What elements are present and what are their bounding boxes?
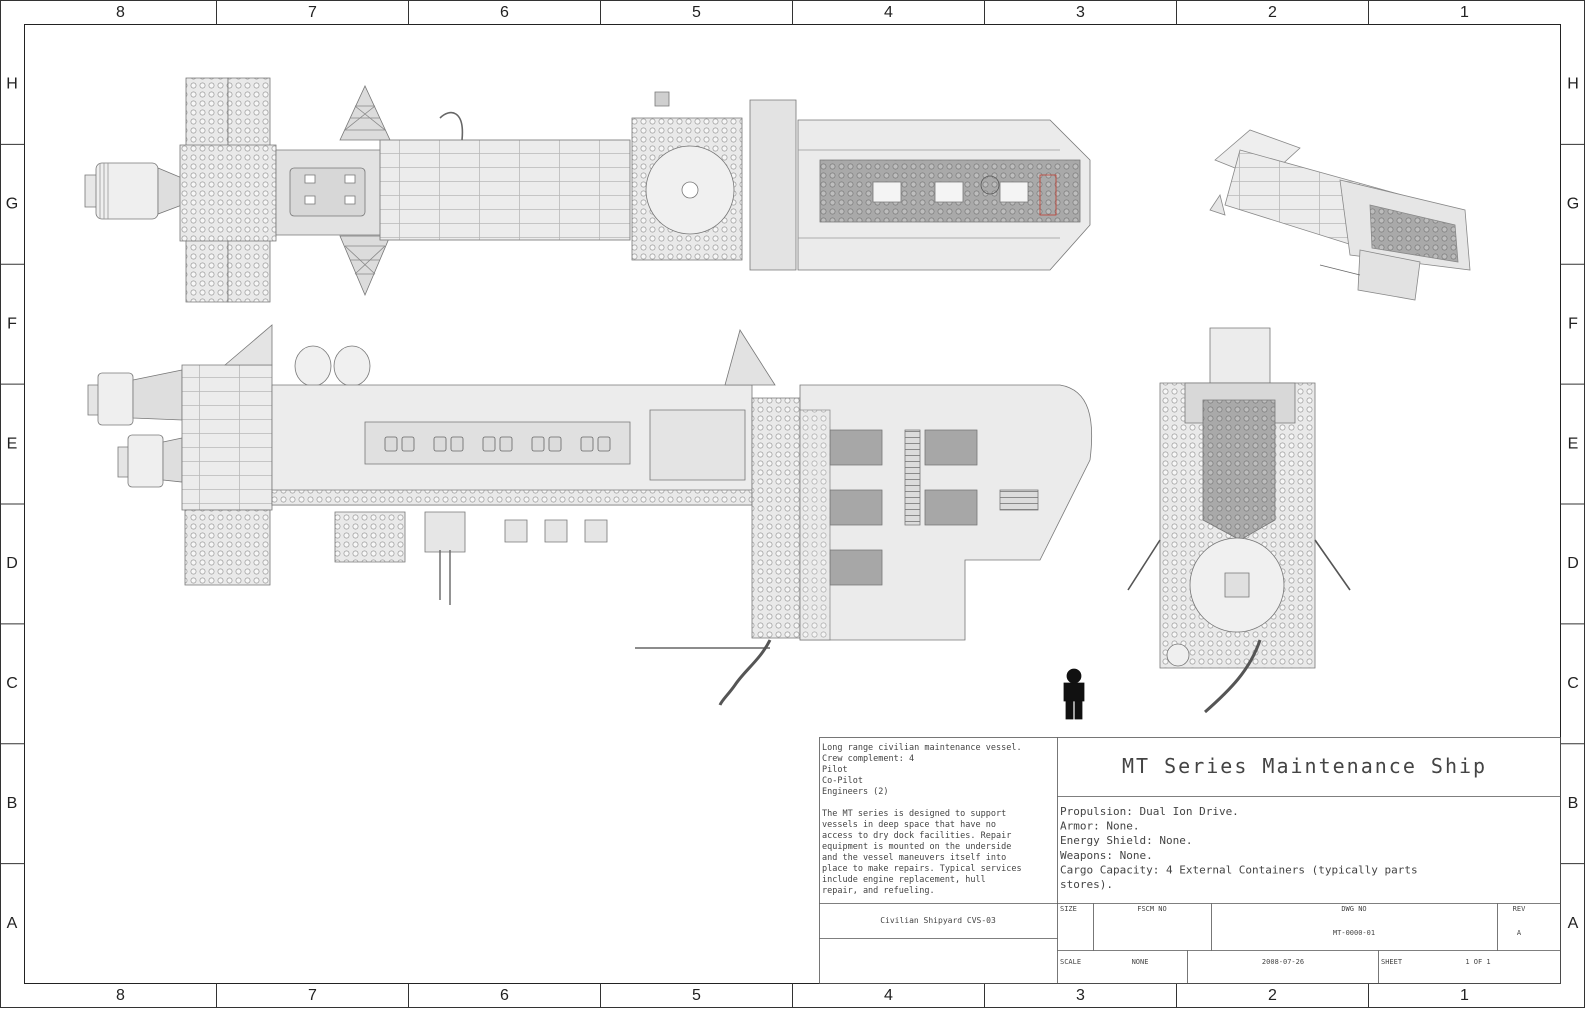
specs-line: Cargo Capacity: 4 External Containers (t… [1060, 863, 1418, 876]
design-notes: Long range civilian maintenance vessel.C… [822, 743, 1022, 896]
scale-label: SCALE [1060, 958, 1081, 966]
column-label-top-4: 4 [884, 4, 893, 21]
size-label: SIZE [1060, 905, 1077, 913]
company-name: Civilian Shipyard CVS-03 [880, 916, 996, 925]
notes-line: vessels in deep space that have no [822, 820, 996, 830]
specs-line: stores). [1060, 878, 1113, 891]
notes-line: The MT series is designed to support [822, 809, 1006, 819]
notes-line [822, 798, 827, 808]
notes-line: Co-Pilot [822, 776, 863, 786]
column-label-top-2: 2 [1268, 4, 1277, 21]
top-view-drawing [85, 78, 1090, 302]
notes-line: Pilot [822, 765, 848, 775]
side-view-drawing [88, 325, 1092, 719]
notes-line: Crew complement: 4 [822, 754, 914, 764]
dwg-number: MT-0000-01 [1333, 929, 1375, 937]
notes-line: Engineers (2) [822, 787, 889, 797]
row-label-left-C: C [6, 675, 18, 692]
specs-line: Weapons: None. [1060, 849, 1153, 862]
column-label-bottom-4: 4 [884, 987, 893, 1004]
column-label-top-7: 7 [308, 4, 317, 21]
specs-line: Propulsion: Dual Ion Drive. [1060, 805, 1239, 818]
spec-list: Propulsion: Dual Ion Drive. Armor: None.E… [1060, 805, 1418, 891]
row-label-left-E: E [7, 435, 18, 452]
scale-value: NONE [1132, 958, 1149, 966]
dwg-label: DWG NO [1341, 905, 1366, 913]
column-label-bottom-2: 2 [1268, 987, 1277, 1004]
row-label-right-H: H [1567, 76, 1579, 93]
column-label-top-1: 1 [1460, 4, 1469, 21]
column-label-top-6: 6 [500, 4, 509, 21]
row-label-right-C: C [1567, 675, 1579, 692]
row-label-left-B: B [7, 795, 18, 812]
drawing-date: 2008-07-26 [1262, 958, 1304, 966]
column-label-bottom-1: 1 [1460, 987, 1469, 1004]
column-label-bottom-7: 7 [308, 987, 317, 1004]
notes-line: access to dry dock facilities. Repair [822, 831, 1011, 841]
row-label-left-A: A [7, 915, 18, 932]
column-label-bottom-5: 5 [692, 987, 701, 1004]
column-label-top-5: 5 [692, 4, 701, 21]
column-label-top-8: 8 [116, 4, 125, 21]
notes-line: repair, and refueling. [822, 886, 935, 896]
notes-line: include engine replacement, hull [822, 875, 986, 885]
row-label-left-H: H [6, 76, 18, 93]
minifigure-scale-icon [1064, 669, 1084, 719]
rev-label: REV [1513, 905, 1526, 913]
rev-value: A [1517, 929, 1522, 937]
title-block [819, 737, 1561, 984]
row-label-right-G: G [1567, 196, 1579, 213]
row-label-right-E: E [1568, 435, 1579, 452]
column-label-top-3: 3 [1076, 4, 1085, 21]
drawing-title: MT Series Maintenance Ship [1122, 754, 1487, 778]
column-label-bottom-6: 6 [500, 987, 509, 1004]
sheet-value: 1 OF 1 [1465, 958, 1490, 966]
notes-line: equipment is mounted on the underside [822, 842, 1011, 852]
notes-line: and the vessel maneuvers itself into [822, 853, 1006, 863]
column-label-bottom-3: 3 [1076, 987, 1085, 1004]
specs-line: Armor: None. [1060, 820, 1139, 833]
row-label-left-G: G [6, 196, 18, 213]
row-label-right-F: F [1568, 315, 1578, 332]
notes-line: place to make repairs. Typical services [822, 864, 1022, 874]
isometric-view-drawing [1210, 130, 1470, 300]
front-view-drawing [1128, 328, 1350, 712]
row-label-right-B: B [1568, 795, 1579, 812]
row-label-right-D: D [1567, 555, 1579, 572]
notes-line: Long range civilian maintenance vessel. [822, 743, 1022, 753]
fscm-label: FSCM NO [1137, 905, 1167, 913]
sheet-label: SHEET [1381, 958, 1403, 966]
specs-line: Energy Shield: None. [1060, 834, 1192, 847]
row-label-left-F: F [7, 315, 17, 332]
row-label-left-D: D [6, 555, 18, 572]
column-label-bottom-8: 8 [116, 987, 125, 1004]
row-label-right-A: A [1568, 915, 1579, 932]
